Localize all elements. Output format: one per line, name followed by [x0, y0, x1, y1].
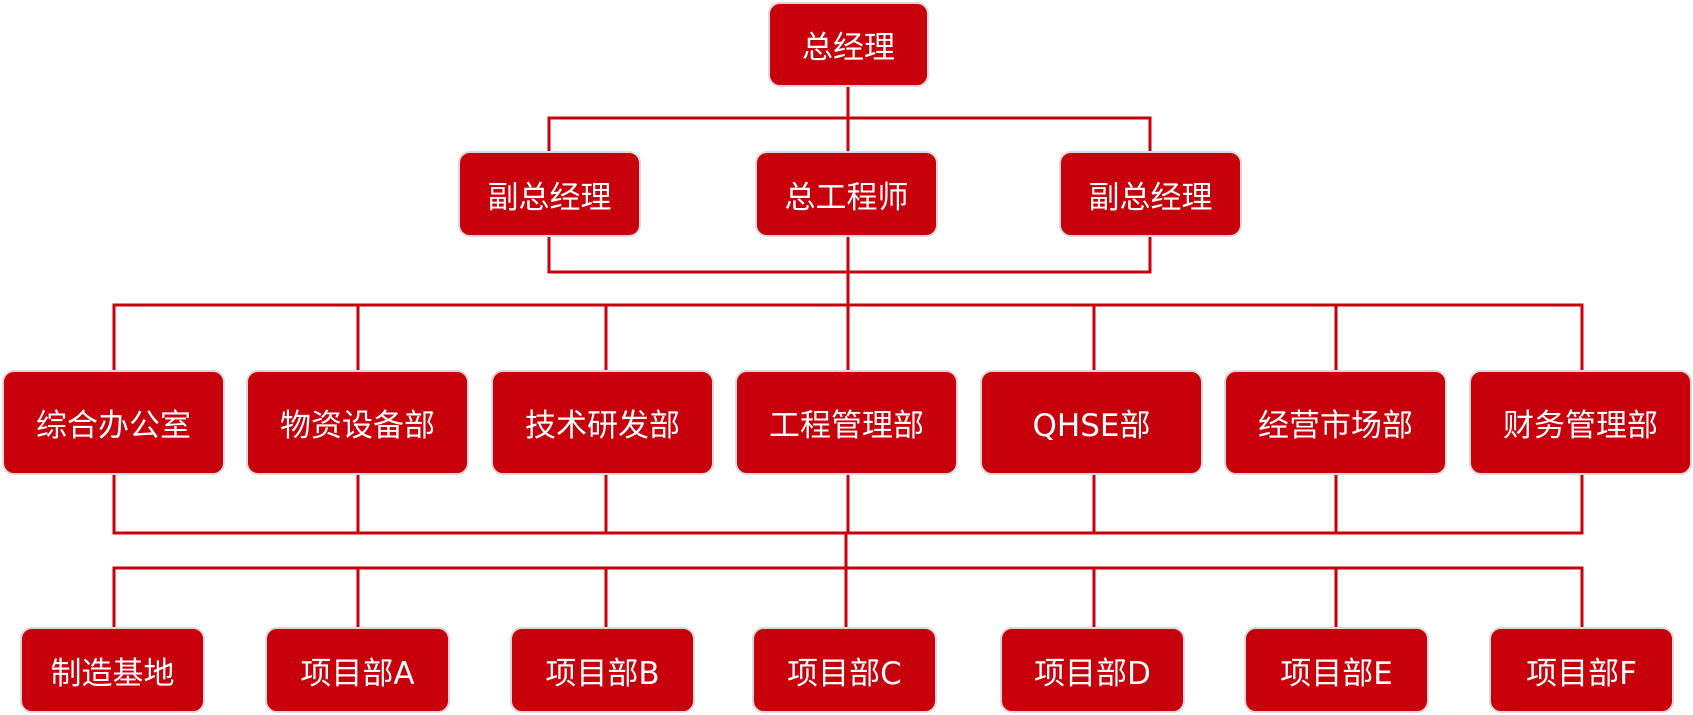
- node-label: 副总经理: [1088, 179, 1213, 216]
- node-unit[interactable]: 项目部C: [752, 627, 937, 713]
- node-label: 项目部B: [545, 655, 660, 692]
- node-label: 技术研发部: [525, 408, 680, 444]
- node-unit[interactable]: 项目部A: [265, 627, 450, 713]
- node-unit[interactable]: 项目部D: [1000, 627, 1185, 713]
- node-department[interactable]: 技术研发部: [491, 370, 714, 475]
- node-unit[interactable]: 项目部F: [1489, 627, 1674, 713]
- node-label: 物资设备部: [280, 408, 435, 444]
- node-label: QHSE部: [1032, 408, 1151, 444]
- node-general-manager[interactable]: 总经理: [768, 2, 929, 87]
- node-label: 经营市场部: [1258, 408, 1413, 444]
- node-label: 项目部E: [1280, 655, 1393, 692]
- node-chief-engineer[interactable]: 总工程师: [755, 151, 938, 237]
- node-label: 总经理: [802, 30, 895, 66]
- node-label: 项目部D: [1034, 655, 1151, 692]
- node-label: 项目部C: [787, 655, 902, 692]
- node-label: 项目部A: [300, 655, 415, 692]
- node-label: 项目部F: [1526, 655, 1637, 692]
- node-department[interactable]: 工程管理部: [735, 370, 958, 475]
- node-label: 工程管理部: [769, 408, 924, 444]
- node-deputy-general-manager-2[interactable]: 副总经理: [1059, 151, 1242, 237]
- node-label: 财务管理部: [1503, 408, 1658, 444]
- node-department[interactable]: 财务管理部: [1469, 370, 1692, 475]
- node-department[interactable]: 物资设备部: [246, 370, 469, 475]
- node-unit[interactable]: 项目部B: [510, 627, 695, 713]
- node-unit[interactable]: 项目部E: [1244, 627, 1429, 713]
- node-department[interactable]: 经营市场部: [1224, 370, 1447, 475]
- node-deputy-general-manager-1[interactable]: 副总经理: [458, 151, 641, 237]
- node-department[interactable]: QHSE部: [980, 370, 1203, 475]
- node-label: 总工程师: [784, 179, 909, 216]
- node-label: 综合办公室: [36, 408, 191, 444]
- node-department[interactable]: 综合办公室: [2, 370, 225, 475]
- node-label: 副总经理: [487, 179, 612, 216]
- node-label: 制造基地: [50, 655, 175, 692]
- node-unit[interactable]: 制造基地: [20, 627, 205, 713]
